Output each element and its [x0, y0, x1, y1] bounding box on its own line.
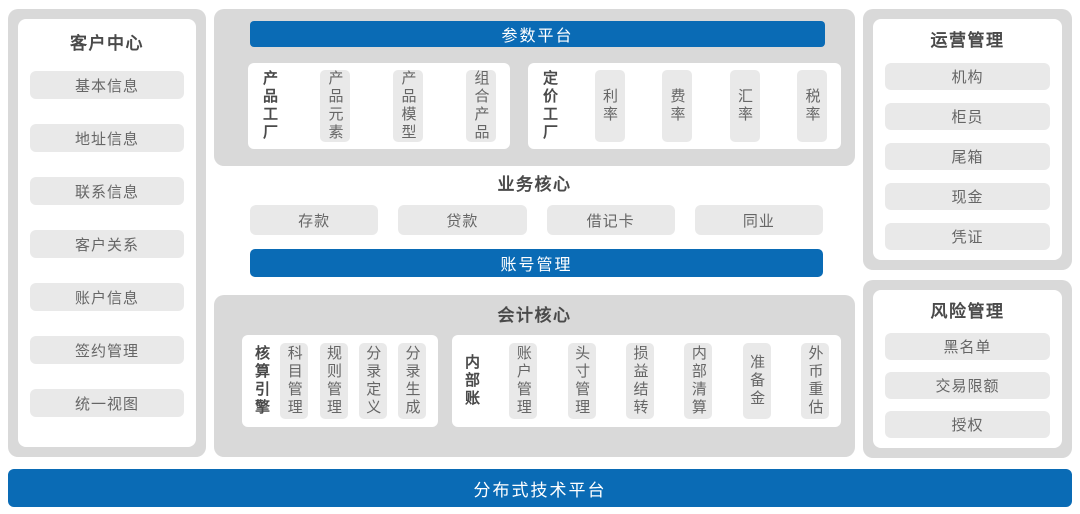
vchip-fee-rate: 费率: [662, 70, 692, 142]
business-core-items: 存款 贷款 借记卡 同业: [250, 205, 823, 235]
right-column: 运营管理 机构 柜员 尾箱 现金 凭证 风险管理 黑名单 交易限额: [863, 9, 1072, 458]
chip-voucher: 凭证: [885, 223, 1050, 250]
customer-center-items: 基本信息 地址信息 联系信息 客户关系 账户信息 签约管理 统一视图: [30, 71, 184, 417]
vchip-subject-mgmt: 科目管理: [280, 343, 309, 419]
chip-teller: 柜员: [885, 103, 1050, 130]
risk-card: 风险管理 黑名单 交易限额 授权: [873, 290, 1062, 448]
operations-title: 运营管理: [930, 31, 1005, 50]
account-management-bar: 账号管理: [250, 249, 823, 277]
vchip-account-mgmt: 账户管理: [509, 343, 538, 419]
chip-authorization: 授权: [885, 411, 1050, 438]
vchip-reserve: 准备金: [742, 343, 771, 419]
chip-cash: 现金: [885, 183, 1050, 210]
operations-card: 运营管理 机构 柜员 尾箱 现金 凭证: [873, 19, 1062, 260]
vlabel-accounting-engine: 核算引擎: [253, 345, 270, 417]
business-core-title: 业务核心: [497, 175, 572, 194]
chip-address-info: 地址信息: [30, 124, 184, 152]
customer-center-card: 客户中心 基本信息 地址信息 联系信息 客户关系 账户信息 签约管理 统一视图: [18, 19, 196, 447]
internal-account-group: 内部账 账户管理 头寸管理 损益结转 内部清算 准备金 外币重估: [452, 335, 841, 427]
vchip-product-element: 产品元素: [320, 70, 350, 142]
vchip-entry-generation: 分录生成: [398, 343, 426, 419]
vchip-entry-definition: 分录定义: [358, 343, 387, 419]
chip-contact-info: 联系信息: [30, 177, 184, 205]
chip-deposit: 存款: [250, 205, 379, 235]
customer-center-panel: 客户中心 基本信息 地址信息 联系信息 客户关系 账户信息 签约管理 统一视图: [8, 9, 206, 457]
vchip-product-combo: 组合产品: [466, 70, 496, 142]
vchip-pnl-carryover: 损益结转: [625, 343, 654, 419]
accounting-core-container: 会计核心 核算引擎 科目管理 规则管理 分录定义 分录生成 内部账 账户管理 头…: [214, 295, 855, 457]
chip-transaction-limit: 交易限额: [885, 372, 1050, 399]
vlabel-pricing-factory: 定价工厂: [541, 70, 558, 142]
vchip-rule-mgmt: 规则管理: [319, 343, 348, 419]
accounting-core-title: 会计核心: [497, 306, 572, 325]
vchip-internal-clearing: 内部清算: [684, 343, 713, 419]
center-column: 参数平台 产品工厂 产品元素 产品模型 组合产品 定价工厂 利率 费率 汇率 税…: [214, 9, 855, 457]
chip-account-info: 账户信息: [30, 283, 184, 311]
chip-institution: 机构: [885, 63, 1050, 90]
vlabel-product-factory: 产品工厂: [261, 70, 278, 142]
chip-customer-relation: 客户关系: [30, 230, 184, 258]
product-factory-group: 产品工厂 产品元素 产品模型 组合产品: [248, 63, 510, 149]
param-platform-bar: 参数平台: [250, 21, 825, 47]
vchip-product-model: 产品模型: [393, 70, 423, 142]
chip-unified-view: 统一视图: [30, 389, 184, 417]
vchip-fx-revaluation: 外币重估: [800, 343, 829, 419]
param-platform-container: 参数平台 产品工厂 产品元素 产品模型 组合产品 定价工厂 利率 费率 汇率 税…: [214, 9, 855, 166]
chip-basic-info: 基本信息: [30, 71, 184, 99]
customer-center-title: 客户中心: [70, 34, 144, 53]
distributed-platform-bar: 分布式技术平台: [8, 469, 1072, 507]
chip-interbank: 同业: [694, 205, 823, 235]
chip-blacklist: 黑名单: [885, 333, 1050, 360]
accounting-core-groups: 核算引擎 科目管理 规则管理 分录定义 分录生成 内部账 账户管理 头寸管理 损…: [242, 335, 841, 427]
chip-loan: 贷款: [398, 205, 527, 235]
param-platform-groups: 产品工厂 产品元素 产品模型 组合产品 定价工厂 利率 费率 汇率 税率: [248, 63, 841, 149]
vchip-position-mgmt: 头寸管理: [567, 343, 596, 419]
risk-items: 黑名单 交易限额 授权: [885, 333, 1050, 438]
pricing-factory-group: 定价工厂 利率 费率 汇率 税率: [528, 63, 841, 149]
chip-cashbox: 尾箱: [885, 143, 1050, 170]
risk-panel: 风险管理 黑名单 交易限额 授权: [863, 280, 1072, 458]
accounting-engine-group: 核算引擎 科目管理 规则管理 分录定义 分录生成: [242, 335, 438, 427]
risk-title: 风险管理: [930, 302, 1005, 321]
vchip-exchange-rate: 汇率: [729, 70, 760, 142]
vchip-tax-rate: 税率: [797, 70, 827, 142]
vlabel-internal-account: 内部账: [463, 354, 480, 408]
vchip-interest-rate: 利率: [594, 70, 625, 142]
chip-debit-card: 借记卡: [546, 205, 675, 235]
operations-items: 机构 柜员 尾箱 现金 凭证: [885, 63, 1050, 250]
main-row: 客户中心 基本信息 地址信息 联系信息 客户关系 账户信息 签约管理 统一视图 …: [8, 9, 1072, 458]
operations-panel: 运营管理 机构 柜员 尾箱 现金 凭证: [863, 9, 1072, 270]
chip-signing-mgmt: 签约管理: [30, 336, 184, 364]
